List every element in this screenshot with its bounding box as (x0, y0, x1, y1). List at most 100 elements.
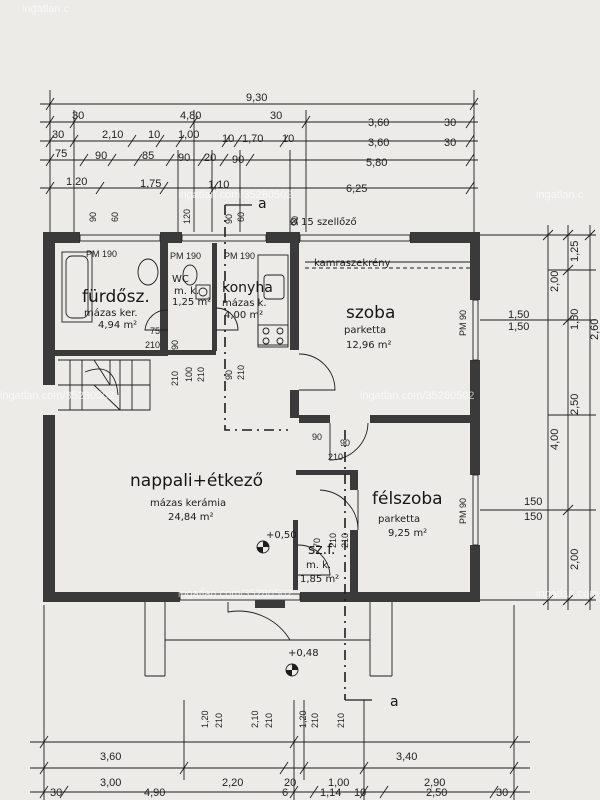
dim-top-r3: 30 (444, 137, 456, 149)
level-outer: +0,48 (288, 648, 319, 659)
door-swings (144, 307, 369, 576)
dim-right: 1,50 (569, 309, 581, 330)
room-area-nappali: 24,84 m² (168, 512, 214, 523)
dim-top-r5: 1,20 (66, 176, 87, 188)
door-dim: 210 (145, 340, 160, 350)
room-area-konyha: 4,00 m² (224, 310, 263, 321)
door-dim: 90 (224, 370, 234, 380)
dim-bottom-r1: 3,60 (100, 751, 121, 763)
dim-right: 2,50 (569, 394, 581, 415)
room-area-felszoba: 9,25 m² (388, 528, 427, 539)
dim-top-r2: 4,80 (180, 110, 201, 122)
watermark: ingatlan.c (22, 3, 70, 15)
dimension-labels: 9,30 30 4,80 30 3,60 30 30 2,10 10 1,00 … (50, 92, 600, 799)
room-name-wc: WC (172, 274, 189, 285)
dim-top-r3: 10 (282, 133, 294, 145)
door-dim: 210 (196, 367, 206, 382)
dim-top-r4: 90 (178, 152, 190, 164)
kamraszekreny-label: kamraszekrény (314, 257, 391, 269)
window-mark: 120 (182, 209, 192, 224)
pm-label: PM 190 (170, 251, 201, 261)
pm-label: PM 190 (86, 249, 117, 259)
dim-right: 2,60 (589, 319, 600, 340)
room-name-szf: sz.f. (308, 542, 335, 558)
door-dim: 70 (312, 538, 322, 548)
window-mark: 60 (110, 212, 120, 222)
watermarks: ingatlan.com/35280502 ingatlan.com/35280… (0, 3, 598, 600)
dim-top-r2: 30 (444, 117, 456, 129)
dim-top-r4: 90 (95, 150, 107, 162)
dim-bottom-r3: 10 (354, 787, 366, 799)
window-mark: 60 (236, 212, 246, 222)
opening-mark: 1,20 (200, 710, 210, 728)
dim-bottom-r3: 1,14 (320, 787, 341, 799)
room-name-nappali: nappali+étkező (130, 471, 263, 491)
section-line (224, 204, 372, 701)
dim-right: 2,00 (569, 549, 581, 570)
door-dim: 90 (312, 432, 322, 442)
window-mark: 90 (224, 214, 234, 224)
opening-mark: 1,20 (298, 710, 308, 728)
room-name-konyha: konyha (222, 280, 273, 296)
dim-top-r3: 1,00 (178, 129, 199, 141)
room-finish-konyha: mázas k. (222, 297, 267, 309)
dim-top-r2: 3,60 (368, 117, 389, 129)
dim-top-r3: 30 (52, 129, 64, 141)
watermark: ingatlan.com/35280502 (0, 390, 114, 402)
room-finish-wc: m. k. (174, 286, 199, 297)
door-dim: 75 (150, 326, 160, 336)
room-name-szoba: szoba (346, 303, 395, 323)
opening-mark: 210 (310, 713, 320, 728)
right-dimension-lines (480, 225, 596, 610)
dim-right: 1,25 (569, 241, 581, 262)
dim-bottom-r2: 2,90 (424, 777, 445, 789)
watermark: ingatlan.com/35280502 (178, 189, 292, 201)
dim-bottom-r3: 30 (496, 787, 508, 799)
dim-top-r3: 2,10 (102, 129, 123, 141)
room-name-felszoba: félszoba (372, 489, 443, 509)
room-finish-furdo: mázas ker. (84, 307, 138, 319)
window-dim: 150 (524, 496, 542, 508)
window-dim: 1,50 (508, 321, 529, 333)
dim-bottom-r3: 6 (282, 787, 288, 799)
room-finish-nappali: mázas kerámia (150, 497, 226, 509)
room-name-furdo: fürdősz. (82, 287, 150, 307)
dim-top-r4: 5,80 (366, 157, 387, 169)
watermark: ingatlan.com/35280502 (178, 588, 292, 600)
watermark: ingatlan.com (536, 588, 598, 600)
dim-right: 4,00 (549, 429, 561, 450)
dim-bottom-r1: 3,40 (396, 751, 417, 763)
dim-top-r5: 1,75 (140, 178, 161, 190)
door-dim: 100 (184, 367, 194, 382)
window-mark: 90 (290, 216, 300, 226)
door-dim: 90 (340, 438, 350, 448)
dim-top-r4: 20 (204, 152, 216, 164)
bathroom-fixtures (61, 251, 211, 323)
dim-bottom-r2: 1,00 (328, 777, 349, 789)
door-dim: 210 (236, 365, 246, 380)
dim-bottom-r3: 30 (50, 787, 62, 799)
dim-top-r3: 10 (148, 129, 160, 141)
room-area-szoba: 12,96 m² (346, 340, 392, 351)
opening-mark: 2,10 (250, 710, 260, 728)
dim-bottom-r3: 4,90 (144, 787, 165, 799)
dim-bottom-r2: 3,00 (100, 777, 121, 789)
dim-top-r4: 85 (142, 150, 154, 162)
pm-label: PM 90 (458, 310, 468, 336)
room-labels: fürdősz. mázas ker. 4,94 m² WC m. k. 1,2… (82, 274, 443, 585)
door-dim: 90 (170, 340, 180, 350)
window-dim: 150 (524, 511, 542, 523)
opening-mark: 210 (214, 713, 224, 728)
bottom-dimension-lines (30, 605, 530, 800)
dim-bottom-r2: 2,20 (222, 777, 243, 789)
room-finish-felszoba: parketta (378, 514, 420, 525)
level-inner: +0,50 (266, 530, 297, 541)
dim-bottom-r2: 20 (284, 777, 296, 789)
section-mark-top: a (258, 196, 267, 212)
dim-top-r3: 1,70 (242, 133, 263, 145)
room-area-wc: 1,25 m² (172, 297, 211, 308)
door-dim: 210 (170, 371, 180, 386)
interior-walls (55, 243, 470, 600)
dim-top-r4: 75 (55, 148, 67, 160)
